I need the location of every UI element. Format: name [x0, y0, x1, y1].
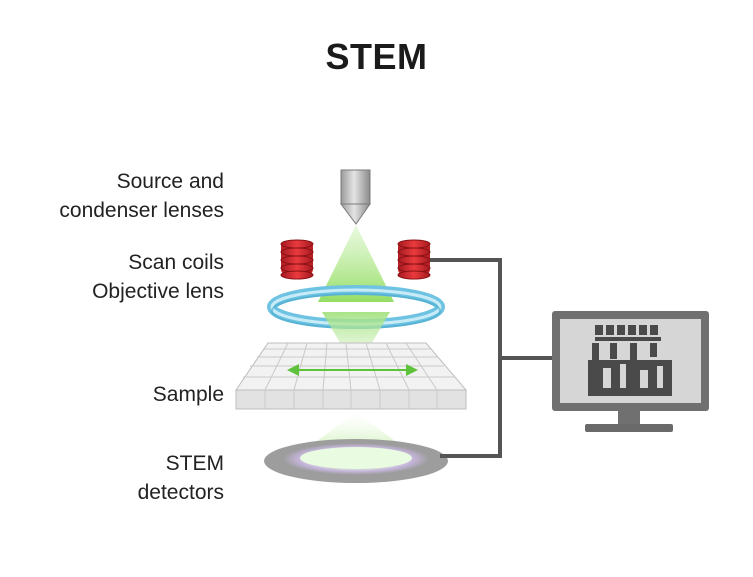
- label-source-line1: Source and: [116, 170, 224, 193]
- stem-detector: [264, 439, 448, 483]
- label-detectors: STEM detectors: [14, 449, 224, 507]
- label-detectors-line2: detectors: [137, 481, 224, 504]
- scan-arrows: [287, 364, 418, 376]
- monitor-icon: [552, 311, 709, 432]
- label-scan-coils: Scan coils: [128, 251, 224, 274]
- label-source-line2: condenser lenses: [59, 199, 224, 222]
- scan-coil-left: [280, 239, 314, 280]
- beam-upper: [318, 225, 394, 302]
- scan-coil-right: [397, 239, 431, 280]
- label-source: Source and condenser lenses: [14, 167, 224, 225]
- sample-grid: [235, 342, 468, 410]
- label-objective-lens: Objective lens: [92, 280, 224, 303]
- label-detectors-line1: STEM: [165, 452, 224, 475]
- diagram-title: STEM: [325, 36, 428, 77]
- signal-wires: [430, 258, 552, 458]
- electron-source-icon: [340, 169, 371, 225]
- beam-lower: [322, 312, 390, 370]
- label-sample: Sample: [152, 383, 224, 406]
